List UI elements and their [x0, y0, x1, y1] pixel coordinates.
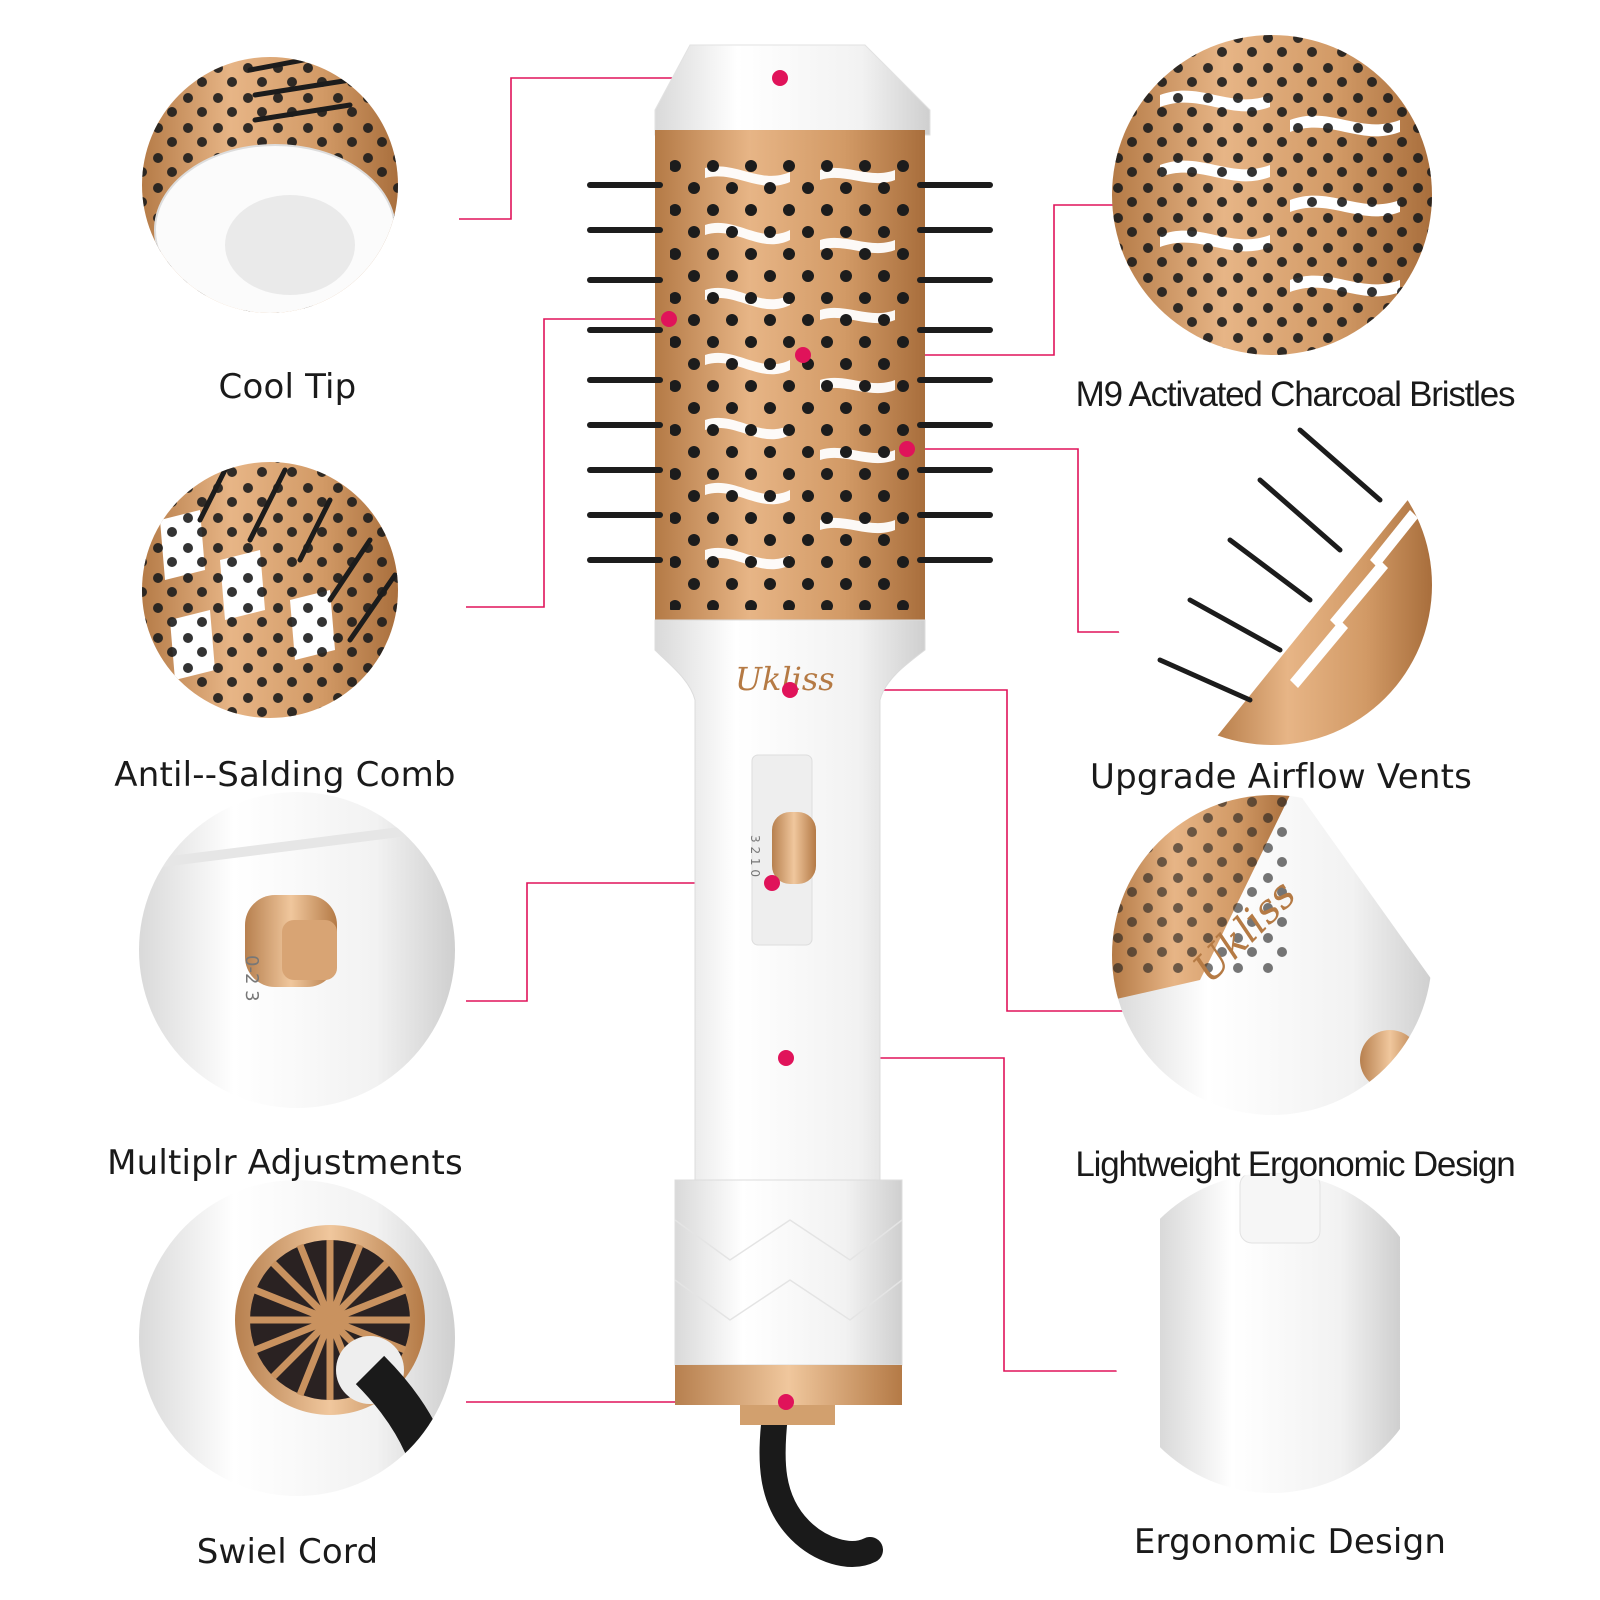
label-lightweight-design: Lightweight Ergonomic Design	[1075, 1145, 1515, 1184]
dial-numbers: 3 2 1 0	[748, 835, 762, 877]
label-swivel-cord: Swiel Cord	[196, 1532, 379, 1572]
switch-detail-image: 0-2 3	[139, 792, 455, 1108]
comb-detail-image	[142, 462, 398, 718]
callout-lines	[459, 77, 1133, 1403]
bristle-detail-image	[1112, 35, 1432, 355]
vent-detail-image	[1112, 425, 1432, 745]
label-charcoal-bristles: M9 Activated Charcoal Bristles	[1075, 375, 1516, 414]
handle-detail-image	[1112, 1173, 1432, 1493]
dryer-brush: 3 2 1 0 Ukliss	[587, 44, 993, 1567]
neck-detail-image: Ukliss	[1112, 795, 1432, 1115]
callout-dots	[661, 70, 915, 1410]
label-cool-tip: Cool Tip	[218, 367, 357, 407]
label-ergonomic-design: Ergonomic Design	[1133, 1522, 1447, 1562]
label-adjustments: Multiplr Adjustments	[107, 1143, 463, 1183]
detail-dial-numbers: 0-2 3	[241, 955, 262, 1002]
label-airflow-vents: Upgrade Airflow Vents	[1090, 757, 1473, 797]
cool-tip-detail-image	[142, 57, 398, 313]
label-comb: Antil--Salding Comb	[114, 755, 456, 795]
cord-detail-image	[139, 1180, 455, 1496]
